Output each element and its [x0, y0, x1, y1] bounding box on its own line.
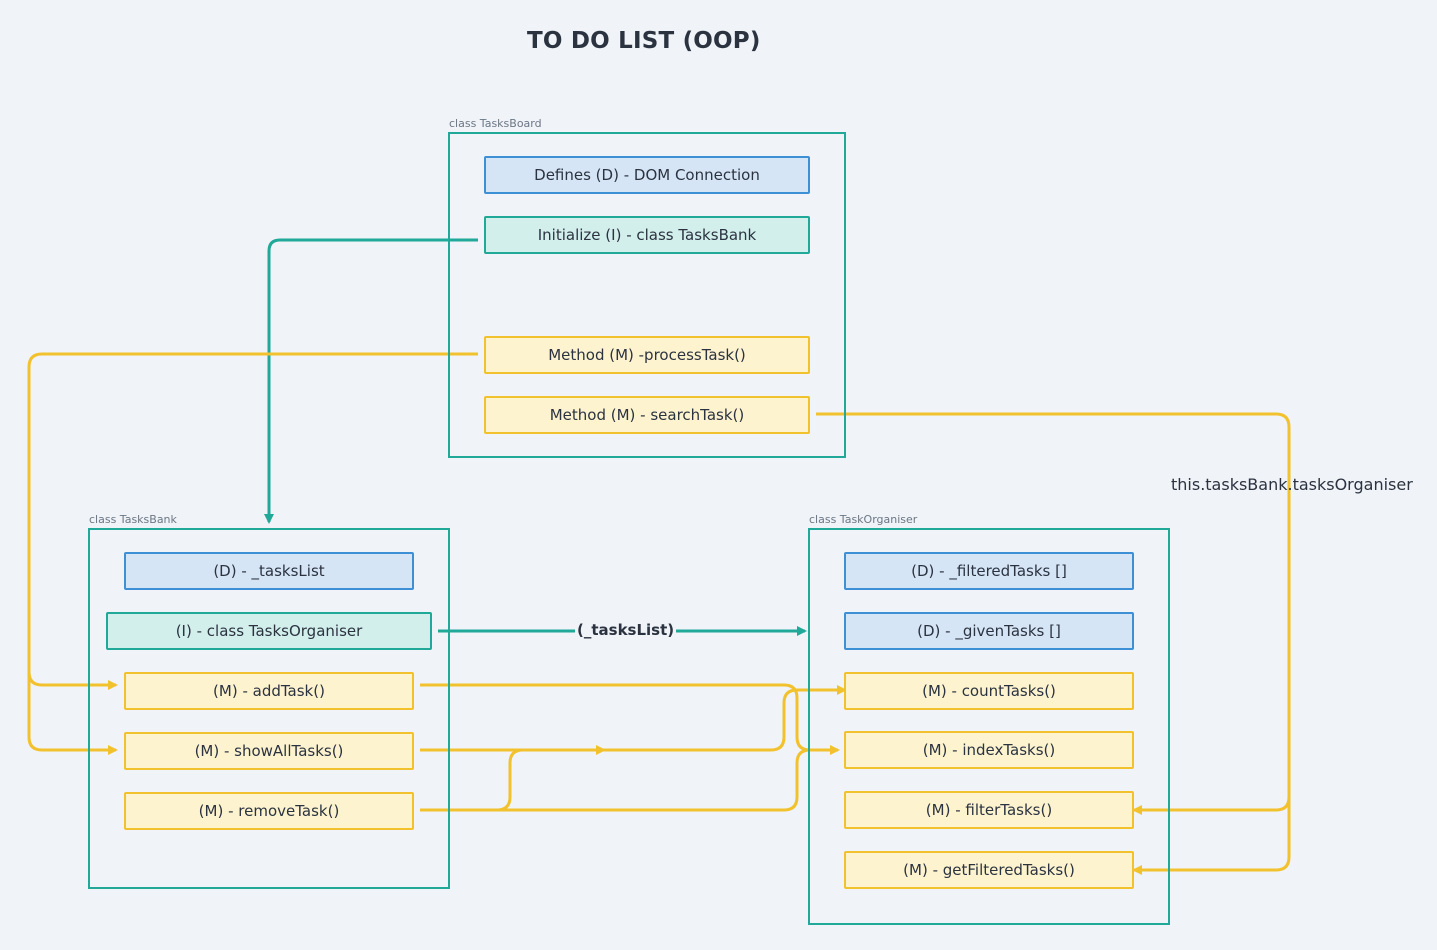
taskorganiser-filtered-tasks: (D) - _filteredTasks []	[844, 552, 1134, 590]
edge-searchtask-to-filtertasks	[816, 412, 1291, 815]
tasksbank-organiser: (I) - class TasksOrganiser	[106, 612, 432, 650]
tasksbank-container	[88, 528, 450, 889]
edge-removetask-to-indextasks	[497, 748, 811, 812]
edge-processtask-to-addtask	[27, 352, 478, 690]
tasksboard-process-task: Method (M) -processTask()	[484, 336, 810, 374]
taskorganiser-count-tasks: (M) - countTasks()	[844, 672, 1134, 710]
tasksboard-label: class TasksBoard	[449, 117, 542, 130]
taskorganiser-index-tasks: (M) - indexTasks()	[844, 731, 1134, 769]
tasksboard-defines: Defines (D) - DOM Connection	[484, 156, 810, 194]
taskorganiser-label: class TaskOrganiser	[809, 513, 918, 526]
edge-showalltasks-to-counttasks	[420, 685, 847, 752]
tasksbank-tasks-list: (D) - _tasksList	[124, 552, 414, 590]
taskorganiser-get-filtered-tasks: (M) - getFilteredTasks()	[844, 851, 1134, 889]
page-title: TO DO LIST (OOP)	[527, 28, 761, 54]
tasksboard-search-task: Method (M) - searchTask()	[484, 396, 810, 434]
tasksbank-show-all-tasks: (M) - showAllTasks()	[124, 732, 414, 770]
tasksboard-initialize: Initialize (I) - class TasksBank	[484, 216, 810, 254]
taskorganiser-filter-tasks: (M) - filterTasks()	[844, 791, 1134, 829]
edge-processtask-to-showalltasks	[27, 672, 118, 755]
tasksbank-remove-task: (M) - removeTask()	[124, 792, 414, 830]
taskorganiser-given-tasks: (D) - _givenTasks []	[844, 612, 1134, 650]
tasksbank-add-task: (M) - addTask()	[124, 672, 414, 710]
edge-label-organiser-ref: this.tasksBank.tasksOrganiser	[1171, 475, 1413, 494]
tasksboard-container	[448, 132, 846, 458]
edge-initialize-to-tasksbank	[264, 238, 478, 524]
tasksbank-label: class TasksBank	[89, 513, 177, 526]
edge-addtask-to-indextasks	[420, 683, 840, 755]
edge-label-taskslist: (_tasksList)	[575, 621, 677, 639]
edge-searchtask-to-getfilteredtasks	[1132, 797, 1291, 875]
edge-showalltasks-midarrow	[596, 745, 606, 755]
taskorganiser-container	[808, 528, 1170, 925]
